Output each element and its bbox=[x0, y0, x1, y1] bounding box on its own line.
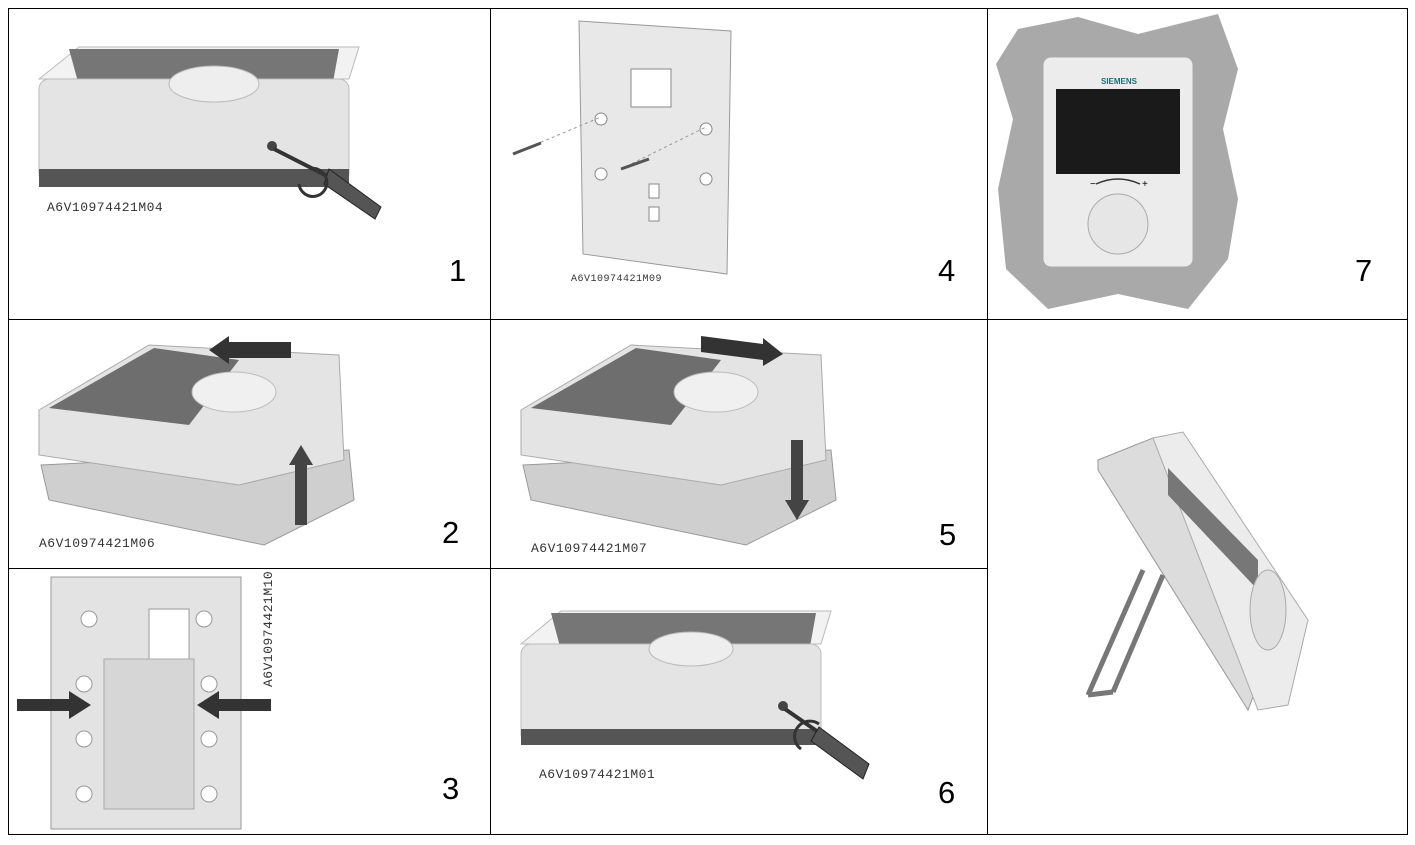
panel-step-6: A6V10974421M01 6 bbox=[490, 568, 988, 835]
plate-cutout bbox=[630, 68, 672, 108]
dial-knob bbox=[168, 65, 260, 103]
dial-knob bbox=[1087, 193, 1149, 255]
mounted-thermostat-illustration bbox=[996, 14, 1238, 309]
step-number: 1 bbox=[449, 253, 467, 288]
drawing-code: A6V10974421M10 bbox=[261, 570, 276, 687]
screw-icon bbox=[512, 141, 650, 171]
dial-knob bbox=[191, 371, 277, 413]
step-number: 5 bbox=[939, 517, 957, 552]
panel-step-5: A6V10974421M07 5 bbox=[490, 319, 988, 569]
thermostat-unscrew-illustration bbox=[37, 46, 382, 220]
step-number: 4 bbox=[938, 253, 956, 288]
mounting-plate-screws-illustration bbox=[512, 20, 732, 275]
display-screen bbox=[49, 348, 239, 425]
drawing-code: A6V10974421M09 bbox=[571, 274, 663, 285]
panel-step-2: A6V10974421M06 2 bbox=[8, 319, 491, 569]
brand-logo: SIEMENS bbox=[1101, 77, 1138, 86]
drawing-code: A6V10974421M04 bbox=[47, 200, 164, 215]
display-screen bbox=[1168, 468, 1258, 590]
rotate-arrow-icon bbox=[297, 166, 329, 198]
press-arrow-icon bbox=[197, 691, 271, 719]
display-screen bbox=[531, 348, 721, 425]
panel-step-1: A6V10974421M04 1 bbox=[8, 8, 491, 320]
stand-legs bbox=[1085, 568, 1166, 698]
dial-knob bbox=[648, 631, 734, 667]
press-arrow-icon bbox=[289, 445, 313, 525]
thermostat-slide-left-illustration bbox=[38, 336, 355, 546]
step-number: 2 bbox=[442, 515, 460, 550]
slide-arrow-icon bbox=[701, 336, 783, 366]
step-number: 6 bbox=[938, 775, 956, 810]
panel-step-4: A6V10974421M09 4 bbox=[490, 8, 988, 320]
panel-step-3: A6V10974421M10 3 bbox=[8, 568, 491, 835]
drawing-code: A6V10974421M01 bbox=[539, 767, 656, 782]
press-arrow-icon bbox=[785, 440, 809, 520]
dial-knob bbox=[673, 371, 759, 413]
drawing-code: A6V10974421M06 bbox=[39, 536, 156, 551]
dial-minus-label: − bbox=[1090, 179, 1096, 190]
installation-steps-grid: A6V10974421M04 1 A6V10974421M09 4 bbox=[8, 8, 1408, 835]
step-number: 7 bbox=[1355, 253, 1373, 288]
thermostat-slide-right-illustration bbox=[520, 336, 837, 546]
panel-step-7: SIEMENS − + 7 bbox=[987, 8, 1408, 320]
display-screen bbox=[1056, 89, 1180, 174]
rotate-arrow-icon bbox=[793, 719, 820, 751]
dial-knob bbox=[1249, 569, 1287, 651]
mounting-plate-release-illustration bbox=[17, 576, 271, 830]
drawing-code: A6V10974421M07 bbox=[531, 541, 648, 556]
slide-arrow-icon bbox=[209, 336, 291, 364]
thermostat-on-stand-illustration bbox=[1085, 431, 1309, 712]
thermostat-screw-in-illustration bbox=[519, 610, 870, 780]
press-arrow-icon bbox=[17, 691, 91, 719]
step-number: 3 bbox=[442, 771, 460, 806]
dial-plus-label: + bbox=[1142, 179, 1148, 190]
panel-table-stand bbox=[987, 319, 1408, 835]
